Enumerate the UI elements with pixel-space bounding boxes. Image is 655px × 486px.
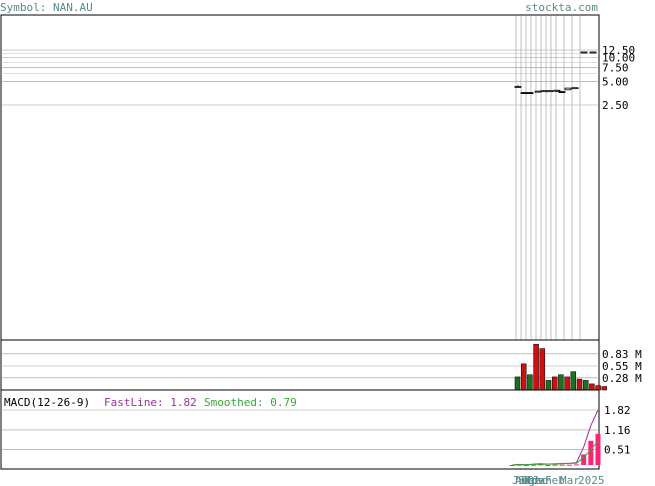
macd-histogram-bar [523, 465, 529, 466]
macd-fastline-label: FastLine: 1.82 [104, 396, 197, 409]
candle-body [564, 87, 572, 91]
price-tick-label: 7.50 [602, 61, 629, 74]
macd-histogram-bar [509, 465, 515, 466]
x-tick-label: Aug [515, 474, 535, 486]
candle-body [580, 51, 588, 54]
volume-bar [595, 385, 601, 391]
price-frame [0, 14, 600, 341]
x-tick-label: Sep [518, 474, 538, 486]
volume-panel: 0.83 M0.55 M0.28 M [0, 339, 642, 391]
volume-tick-label: 0.83 M [602, 348, 642, 361]
macd-tick-label: 1.16 [604, 424, 631, 437]
x-tick-label: Jan [532, 474, 552, 486]
candle-body [526, 92, 534, 94]
price-tick-label: 5.00 [602, 75, 629, 88]
candle-body [546, 90, 554, 93]
volume-bar [514, 376, 521, 391]
price-tick-label: 10.00 [602, 52, 635, 65]
x-tick-label: Oct [521, 474, 541, 486]
x-tick-label: Nov [524, 474, 544, 486]
candle-body [571, 87, 579, 90]
candle-body [534, 90, 542, 93]
x-tick-label: Feb [545, 474, 565, 486]
macd-histogram-bar [595, 433, 601, 465]
candle-body [553, 89, 561, 92]
volume-bar [533, 343, 539, 391]
candle-body [558, 91, 566, 94]
macd-tick-label: 1.82 [604, 404, 631, 417]
volume-bar [589, 383, 595, 391]
volume-frame [0, 339, 600, 391]
price-tick-label: 12.50 [602, 44, 635, 57]
volume-bar [570, 371, 577, 391]
x-year-label: 2025 [578, 474, 605, 486]
macd-tick-label: 0.51 [604, 444, 631, 457]
volume-bar [539, 348, 546, 391]
volume-tick-label: 0.55 M [602, 360, 642, 373]
macd-smoothed-line [511, 440, 599, 466]
x-tick-label: Dec [528, 474, 548, 486]
volume-bar [551, 376, 558, 391]
volume-bar [527, 374, 533, 391]
candle-body [589, 51, 597, 54]
volume-bar [545, 380, 552, 391]
candle-body [540, 90, 548, 93]
volume-bar [564, 376, 570, 391]
candle-body [514, 86, 522, 88]
site-label: stockta.com [525, 1, 598, 14]
symbol-label: Symbol: NAN.AU [0, 1, 93, 14]
macd-frame [0, 389, 600, 470]
macd-histogram-bar [552, 464, 558, 466]
macd-histogram-bar [566, 464, 572, 466]
volume-bar [558, 374, 564, 391]
x-tick-label: Jul [512, 474, 532, 486]
macd-histogram-bar [588, 440, 594, 465]
volume-bar [601, 386, 608, 391]
volume-bar [582, 380, 589, 391]
macd-histogram-bar [581, 454, 587, 465]
macd-title: MACD(12-26-9) [4, 396, 90, 409]
macd-histogram-bar [531, 464, 536, 466]
volume-bar [520, 363, 527, 391]
x-tick-label: Mar [560, 474, 580, 486]
macd-smoothed-label: Smoothed: 0.79 [204, 396, 297, 409]
volume-bar [576, 378, 583, 391]
candle-body [520, 92, 528, 94]
macd-histogram-bar [574, 464, 579, 466]
volume-tick-label: 0.28 M [602, 372, 642, 385]
price-tick-label: 2.50 [602, 99, 629, 112]
macd-histogram-bar [559, 464, 565, 466]
macd-histogram-bar [545, 465, 551, 466]
